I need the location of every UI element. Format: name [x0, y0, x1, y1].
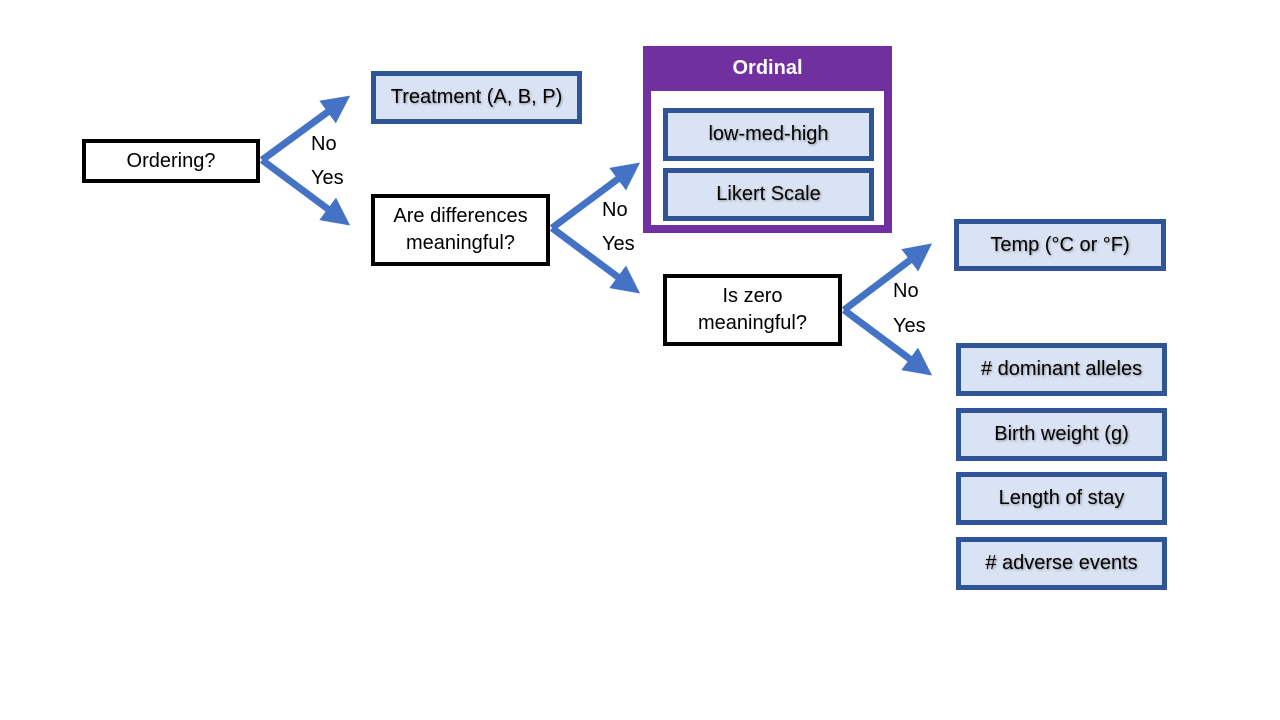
- zero-question: Is zero meaningful?: [663, 274, 842, 346]
- differences-yes-label: Yes: [602, 233, 635, 255]
- nominal-example: Treatment (A, B, P): [371, 71, 582, 124]
- zero-question-line2: meaningful?: [698, 312, 807, 334]
- differences-question-line1: Are differences: [393, 205, 528, 227]
- ratio-example-text: # dominant alleles: [980, 358, 1143, 380]
- differences-no-label: No: [602, 199, 628, 221]
- differences-question: Are differences meaningful?: [371, 194, 550, 266]
- ordinal-example-text: Likert Scale: [716, 183, 821, 205]
- interval-example-text: Temp (°C or °F): [990, 233, 1130, 256]
- ordering-yes-label: Yes: [311, 167, 344, 189]
- zero-question-line1: Is zero: [722, 285, 783, 307]
- ordering-no-label: No: [311, 133, 337, 155]
- interval-example: Temp (°C or °F): [954, 219, 1166, 271]
- ratio-example: # adverse events: [956, 537, 1167, 590]
- arrow-ordering-yes: [259, 157, 351, 226]
- ordering-question-text: Ordering?: [126, 149, 216, 172]
- ordering-question: Ordering?: [82, 139, 260, 183]
- arrow-differences-yes: [549, 225, 641, 294]
- ratio-example: Birth weight (g): [956, 408, 1167, 461]
- differences-question-line2: meaningful?: [406, 232, 515, 254]
- zero-no-label: No: [893, 280, 919, 302]
- ratio-example-text: Length of stay: [998, 487, 1125, 509]
- ratio-example-text: Birth weight (g): [994, 423, 1129, 445]
- arrow-differences-no: [549, 162, 641, 231]
- ratio-example: Length of stay: [956, 472, 1167, 525]
- ordinal-example: low-med-high: [663, 108, 874, 161]
- ratio-example: # dominant alleles: [956, 343, 1167, 396]
- ordinal-title: Ordinal: [732, 56, 803, 79]
- arrow-ordering-no: [259, 95, 351, 163]
- ordinal-example-text: low-med-high: [708, 123, 829, 145]
- arrow-zero-no: [841, 243, 933, 313]
- ratio-example-text: # adverse events: [985, 552, 1138, 574]
- nominal-example-text: Treatment (A, B, P): [390, 86, 563, 108]
- arrow-zero-yes: [841, 307, 933, 376]
- ordinal-example: Likert Scale: [663, 168, 874, 221]
- zero-yes-label: Yes: [893, 315, 926, 337]
